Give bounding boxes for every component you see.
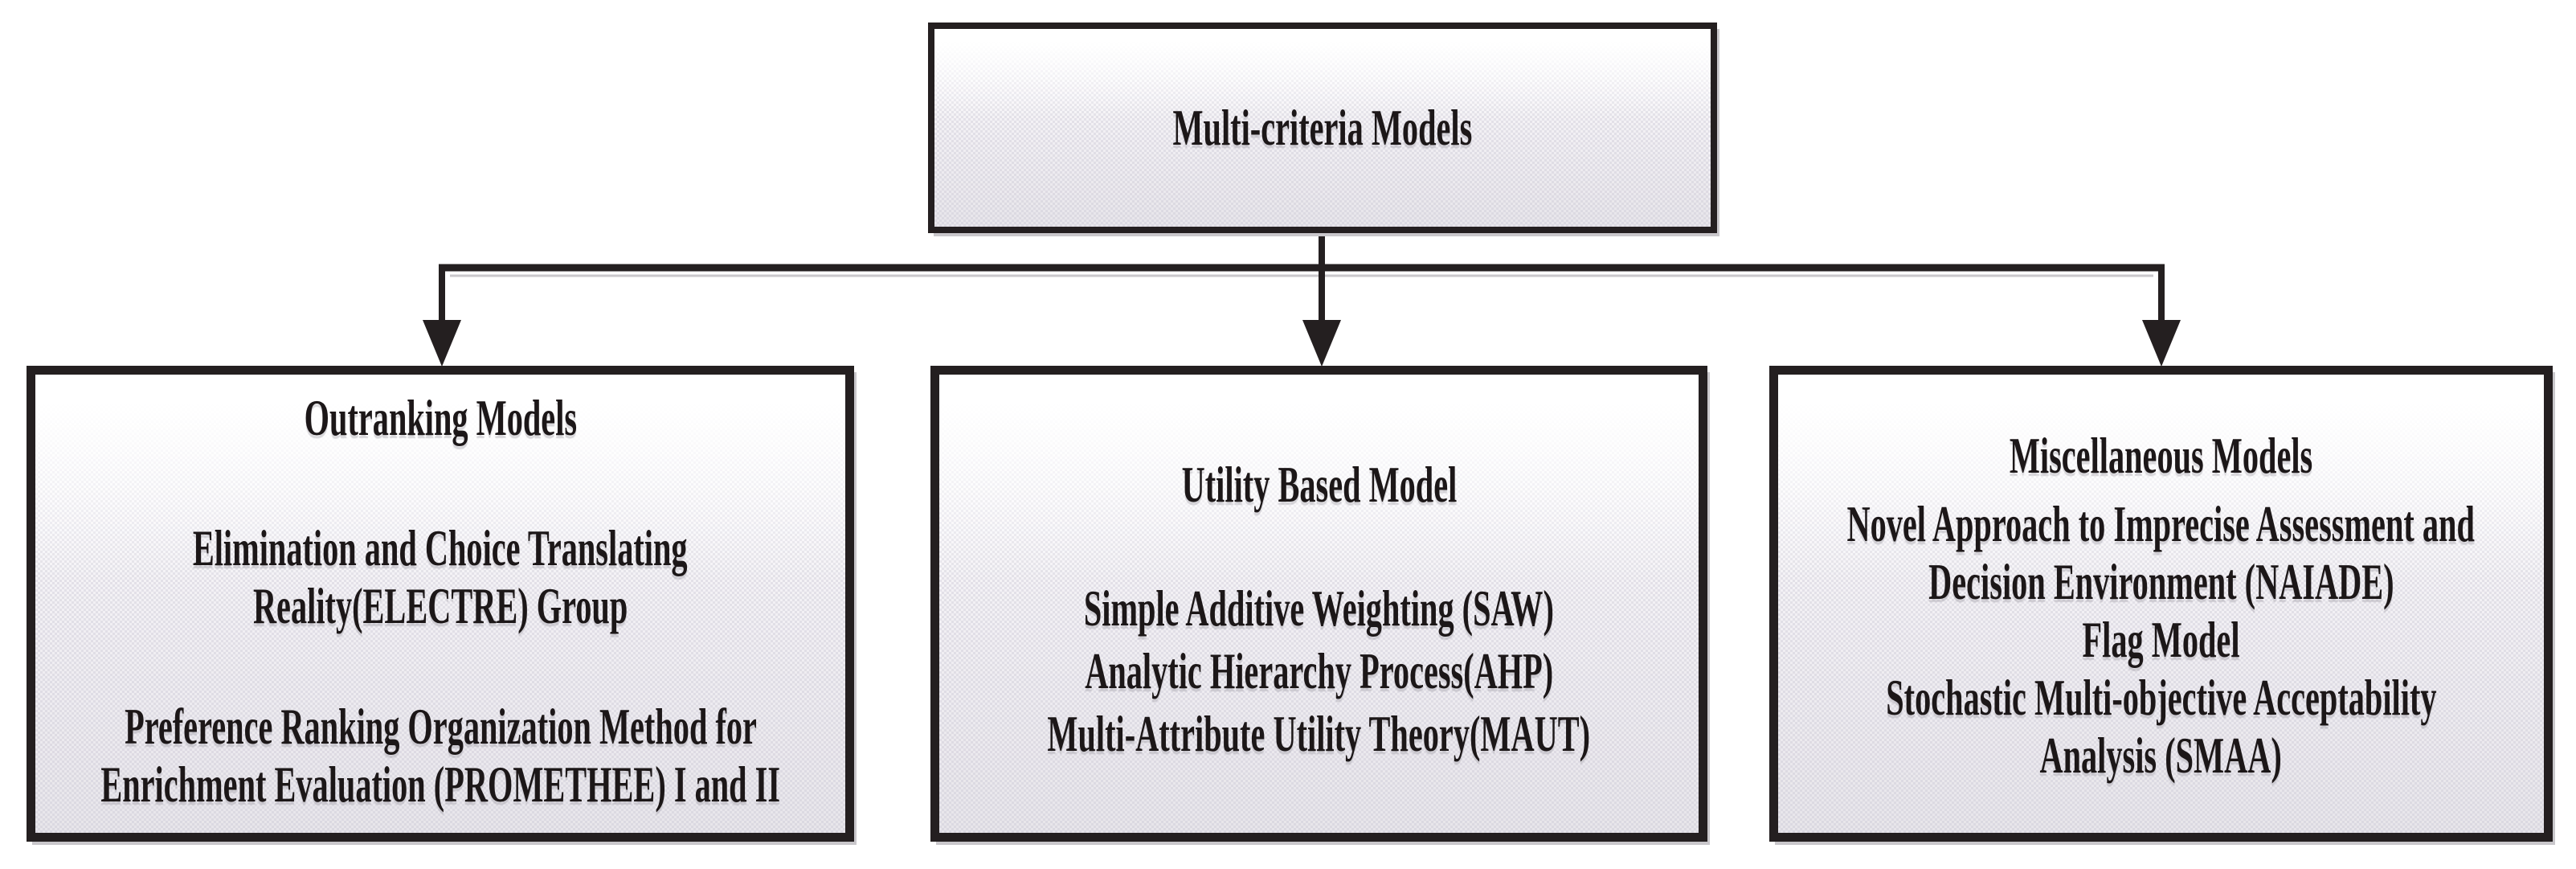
- box-text: Reality(ELECTRE) Group: [252, 577, 628, 634]
- box-title-text: Outranking Models: [304, 389, 577, 446]
- root-title-text: Multi-criteria Models: [1172, 99, 1473, 156]
- box-text: Analytic Hierarchy Process(AHP): [1084, 642, 1554, 699]
- box-text: Decision Environment (NAIADE): [1928, 553, 2394, 610]
- box-text: Enrichment Evaluation (PROMETHEE) I and …: [100, 756, 780, 813]
- box-text: Simple Additive Weighting (SAW): [1083, 580, 1555, 637]
- box-text-line: Reality(ELECTRE) Group: [35, 577, 845, 635]
- arrowhead-right: [2142, 320, 2181, 367]
- box-text-line: Novel Approach to Imprecise Assessment a…: [1778, 495, 2544, 553]
- box-text-line: Simple Additive Weighting (SAW): [939, 577, 1699, 640]
- box-title: Outranking Models: [35, 389, 845, 447]
- box-title-group: Utility Based Model: [939, 456, 1699, 514]
- box-text-group: Preference Ranking Organization Method f…: [35, 698, 845, 814]
- box-text-line: Multi-Attribute Utility Theory(MAUT): [939, 703, 1699, 765]
- box-text: Elimination and Choice Translating: [193, 519, 688, 576]
- box-text: Stochastic Multi-objective Acceptability: [1885, 669, 2437, 726]
- box-text-group: Elimination and Choice Translating Reali…: [35, 519, 845, 635]
- arrowhead-center: [1302, 320, 1341, 367]
- box-text: Analysis (SMAA): [2039, 727, 2283, 784]
- box-text-line: Preference Ranking Organization Method f…: [35, 698, 845, 756]
- node-utility-based-model: Utility Based Model Simple Additive Weig…: [930, 366, 1707, 842]
- box-text-line: Analysis (SMAA): [1778, 727, 2544, 785]
- box-text: Novel Approach to Imprecise Assessment a…: [1846, 495, 2476, 552]
- node-outranking-models: Outranking Models Elimination and Choice…: [27, 366, 854, 842]
- box-text: Preference Ranking Organization Method f…: [124, 698, 757, 755]
- box-text-line: Enrichment Evaluation (PROMETHEE) I and …: [35, 756, 845, 814]
- box-text-line: Stochastic Multi-objective Acceptability: [1778, 669, 2544, 727]
- box-title-text: Miscellaneous Models: [2009, 427, 2313, 484]
- box-text-line: Elimination and Choice Translating: [35, 519, 845, 577]
- root-title: Multi-criteria Models: [1085, 102, 1560, 154]
- box-text-line: Decision Environment (NAIADE): [1778, 553, 2544, 611]
- node-miscellaneous-models: Miscellaneous Models Novel Approach to I…: [1769, 366, 2553, 842]
- box-text: Flag Model: [2082, 611, 2240, 668]
- box-text-group: Simple Additive Weighting (SAW) Analytic…: [939, 577, 1699, 765]
- arrowhead-left: [423, 320, 461, 367]
- box-title-group: Outranking Models: [35, 389, 845, 447]
- box-title: Miscellaneous Models: [1778, 427, 2544, 485]
- box-title: Utility Based Model: [939, 456, 1699, 514]
- box-text-line: Analytic Hierarchy Process(AHP): [939, 640, 1699, 703]
- node-multi-criteria-models: Multi-criteria Models: [928, 23, 1717, 233]
- box-text-group: Novel Approach to Imprecise Assessment a…: [1778, 495, 2544, 785]
- box-text: Multi-Attribute Utility Theory(MAUT): [1047, 705, 1591, 762]
- box-title-text: Utility Based Model: [1181, 456, 1457, 513]
- box-title-group: Miscellaneous Models: [1778, 427, 2544, 485]
- box-text-line: Flag Model: [1778, 611, 2544, 669]
